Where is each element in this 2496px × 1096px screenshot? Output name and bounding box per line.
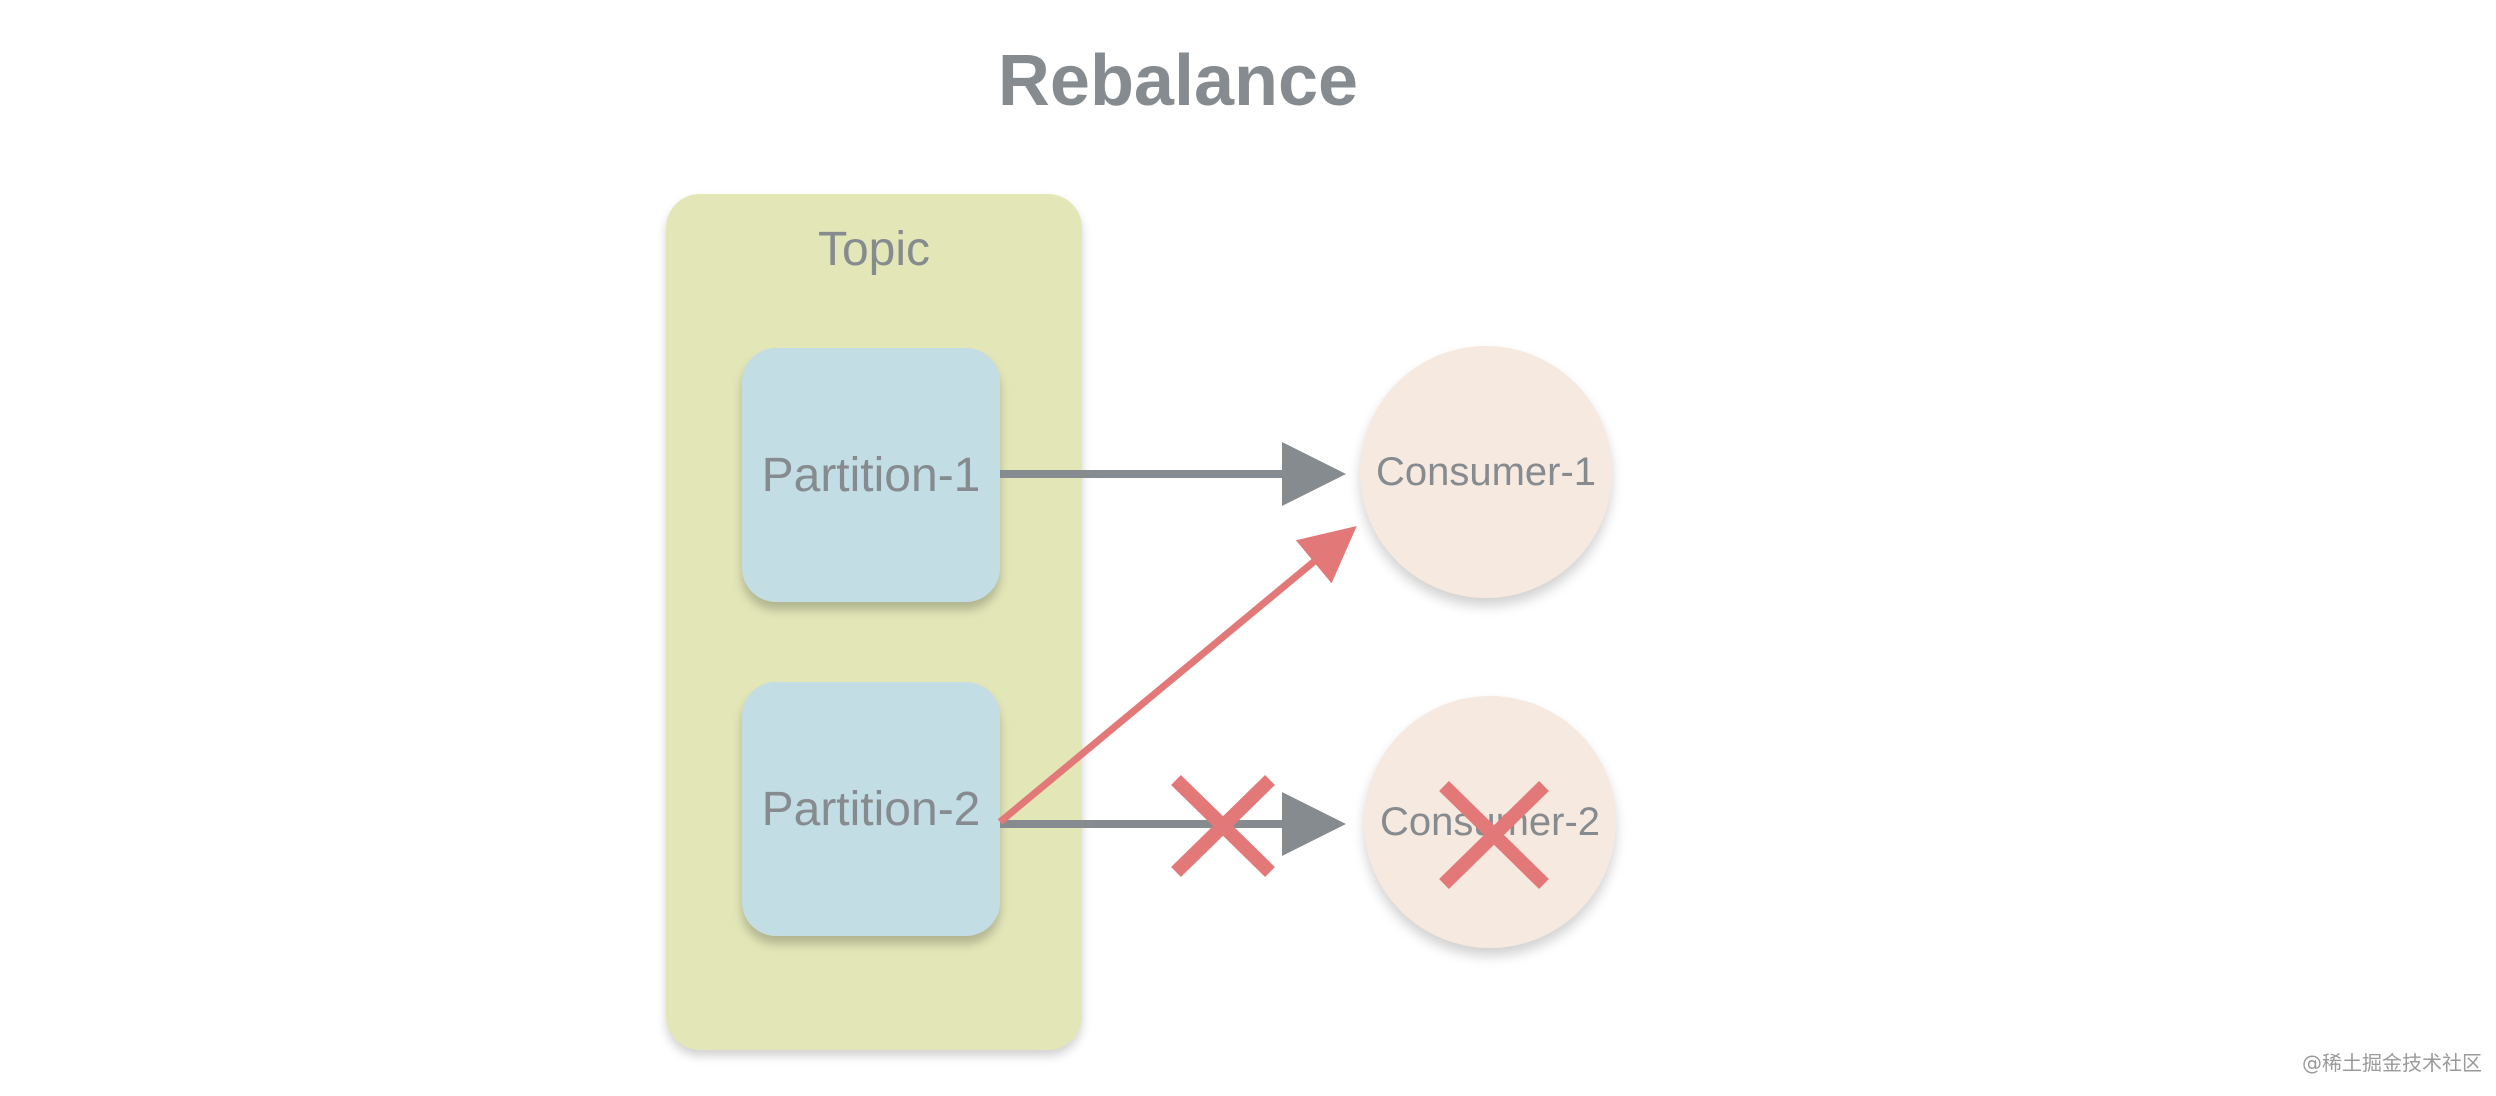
arrow-partition2-consumer1 [997,526,1357,825]
consumer-1-node: Consumer-1 [1360,346,1612,598]
partition-2-box: Partition-2 [742,682,1000,936]
cross-mark-icon [1439,781,1549,889]
partition-1-box: Partition-1 [742,348,1000,602]
partition-2-label: Partition-2 [761,782,981,836]
watermark: @稀土掘金技术社区 [2302,1051,2482,1075]
partition-1-label: Partition-1 [761,448,981,502]
consumer-1-label: Consumer-1 [1375,449,1597,494]
cross-mark-icon [1171,774,1275,878]
diagram-title: Rebalance [997,41,1359,121]
topic-label: Topic [817,223,931,276]
